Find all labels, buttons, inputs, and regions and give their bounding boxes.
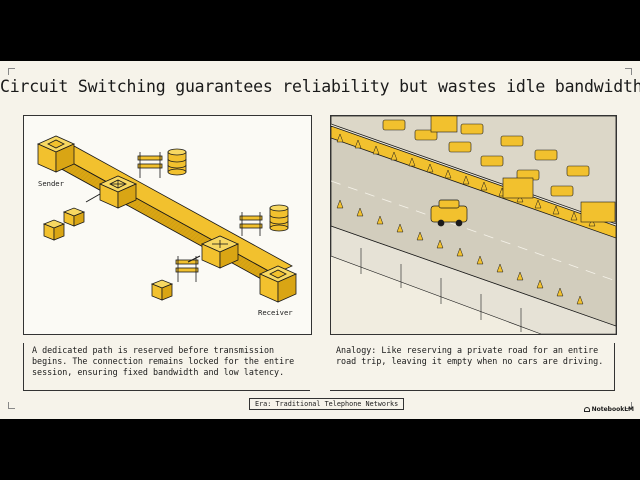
slide-title: Circuit Switching guarantees reliability…	[0, 77, 640, 96]
congested-road	[331, 116, 616, 225]
sender-label: Sender	[38, 179, 65, 188]
slide: Circuit Switching guarantees reliability…	[0, 61, 640, 419]
sender-node-icon	[37, 135, 75, 173]
circuit-diagram-panel: Sender	[23, 115, 312, 335]
idle-node-icon	[150, 279, 174, 301]
link-connector-icon	[85, 193, 201, 263]
switch-node-icon	[99, 175, 137, 209]
road-analogy-illustration	[331, 116, 616, 334]
barrier-icon	[175, 256, 199, 282]
era-tag: Era: Traditional Telephone Networks	[249, 398, 405, 410]
truck-icon	[430, 116, 616, 223]
caption-line: begins. The connection remains locked fo…	[32, 356, 295, 366]
corner-mark	[8, 68, 15, 75]
circuit-diagram-illustration: Sender	[37, 135, 297, 317]
car-icon	[382, 119, 590, 197]
corner-mark	[625, 68, 632, 75]
left-caption: A dedicated path is reserved before tran…	[23, 343, 310, 391]
brand-watermark: NotebookLM	[583, 406, 634, 413]
switch-node-icon	[201, 235, 239, 269]
road-analogy-panel	[330, 115, 617, 335]
database-icon	[269, 204, 289, 232]
caption-line: session, ensuring fixed bandwidth and lo…	[32, 367, 285, 377]
idle-node-icon	[62, 207, 86, 227]
idle-node-icon	[42, 219, 66, 241]
corner-mark	[8, 402, 15, 409]
database-icon	[167, 148, 187, 176]
lone-car-icon	[430, 199, 468, 227]
traffic-cone-icon	[336, 133, 596, 305]
caption-line: A dedicated path is reserved before tran…	[32, 345, 275, 355]
caption-line: Analogy: Like reserving a private road f…	[336, 345, 599, 355]
barrier-icon	[137, 152, 163, 178]
notebooklm-logo-icon	[583, 407, 590, 412]
brand-label: NotebookLM	[591, 406, 634, 413]
corner-mark	[625, 402, 632, 409]
receiver-node-icon	[259, 265, 297, 303]
receiver-label: Receiver	[258, 308, 293, 317]
right-caption: Analogy: Like reserving a private road f…	[330, 343, 615, 391]
barrier-icon	[239, 212, 263, 236]
caption-line: road trip, leaving it empty when no cars…	[336, 356, 604, 366]
